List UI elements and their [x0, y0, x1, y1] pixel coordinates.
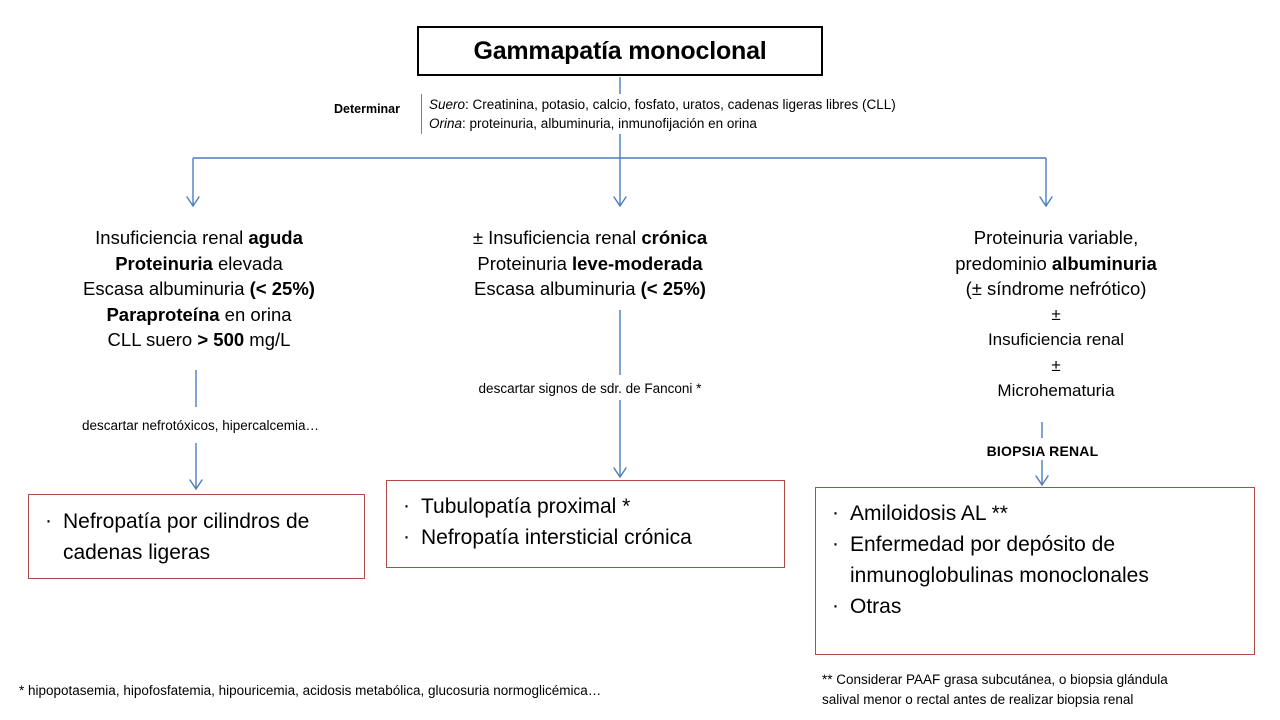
determinar-divider: [421, 94, 422, 134]
branch-line: predominio albuminuria: [900, 251, 1212, 277]
determinar-tests: Suero: Creatinina, potasio, calcio, fosf…: [429, 95, 896, 133]
branch-line-emphasis: (< 25%): [640, 278, 706, 299]
branch-line-emphasis: Proteinuria: [115, 252, 213, 274]
outcome-item: Otras: [826, 590, 1246, 622]
determinar-label: Determinar: [334, 102, 400, 116]
branch-line: Proteinuria elevada: [30, 251, 368, 277]
branch-line-text: (± síndrome nefrótico): [965, 278, 1147, 299]
outcome-box-right: Amiloidosis AL **Enfermedad por depósito…: [815, 487, 1255, 655]
arrowhead-right-box: [1035, 475, 1049, 487]
arrowhead-middle-box: [613, 467, 627, 479]
branch-line: Escasa albuminuria (< 25%): [420, 276, 760, 302]
branch-line-text: ±: [1051, 304, 1061, 324]
outcome-list-left: Nefropatía por cilindros de cadenas lige…: [39, 505, 356, 568]
footnote-double-asterisk: ** Considerar PAAF grasa subcutánea, o b…: [822, 670, 1267, 710]
arrowhead-left-top: [186, 196, 200, 208]
branch-line-text: elevada: [212, 252, 283, 274]
urine-text: : proteinuria, albuminuria, inmunofijaci…: [462, 116, 757, 131]
arrowhead-right-top: [1039, 196, 1053, 208]
branch-line: Proteinuria variable,: [900, 225, 1212, 251]
branch-line: Paraproteína en orina: [30, 302, 368, 328]
branch-line-emphasis: Paraproteína: [106, 303, 220, 325]
branch-line: CLL suero > 500 mg/L: [30, 327, 368, 353]
outcome-box-middle: Tubulopatía proximal *Nefropatía interst…: [386, 480, 785, 568]
page-title: Gammapatía monoclonal: [473, 36, 767, 65]
serum-label: Suero: [429, 97, 466, 112]
footnote-double-asterisk-line1: ** Considerar PAAF grasa subcutánea, o b…: [822, 672, 1168, 687]
branch-line-text: Proteinuria: [477, 252, 572, 274]
branch-line-text: Insuficiencia renal: [95, 227, 249, 248]
outcome-item: Nefropatía intersticial crónica: [397, 521, 776, 553]
outcome-item: Amiloidosis AL **: [826, 497, 1246, 529]
determinar-urine-line: Orina: proteinuria, albuminuria, inmunof…: [429, 114, 896, 133]
biopsia-renal-label: BIOPSIA RENAL: [986, 443, 1099, 459]
outcome-box-left: Nefropatía por cilindros de cadenas lige…: [28, 494, 365, 579]
branch-line-emphasis: crónica: [641, 227, 708, 248]
branch-line: Insuficiencia renal aguda: [30, 225, 368, 251]
branch-line-text: Escasa albuminuria: [474, 278, 641, 299]
branch-line-emphasis: leve-moderada: [572, 252, 703, 274]
branch-line-emphasis: > 500: [197, 329, 245, 350]
branch-line: Proteinuria leve-moderada: [420, 251, 760, 277]
branch-line-text: predominio: [955, 252, 1052, 274]
branch-line-text: Insuficiencia renal: [987, 330, 1125, 349]
branch-right-criteria: Proteinuria variable, predominio albuminu…: [900, 225, 1212, 404]
footnote-double-asterisk-line2: salival menor o rectal antes de realizar…: [822, 692, 1134, 707]
determinar-serum-line: Suero: Creatinina, potasio, calcio, fosf…: [429, 95, 896, 114]
footnote-single-asterisk: * hipopotasemia, hipofosfatemia, hipouri…: [19, 683, 602, 698]
branch-line-text: Microhematuria: [997, 381, 1115, 400]
branch-line: ±: [900, 302, 1212, 328]
outcome-item: Nefropatía por cilindros de cadenas lige…: [39, 505, 356, 568]
branch-line: ±: [900, 353, 1212, 379]
branch-line-text: CLL suero: [107, 329, 198, 350]
serum-text: : Creatinina, potasio, calcio, fosfato, …: [465, 97, 896, 112]
branch-line: (± síndrome nefrótico): [900, 276, 1212, 302]
outcome-item: Enfermedad por depósito de inmunoglobuli…: [826, 528, 1246, 591]
outcome-list-middle: Tubulopatía proximal *Nefropatía interst…: [397, 490, 776, 553]
outcome-list-right: Amiloidosis AL **Enfermedad por depósito…: [826, 497, 1246, 622]
branch-line-emphasis: albuminuria: [1051, 252, 1157, 274]
branch-line-text: Proteinuria variable,: [973, 227, 1139, 248]
branch-line-emphasis: aguda: [248, 227, 303, 248]
branch-middle-note: descartar signos de sdr. de Fanconi *: [478, 381, 702, 396]
branch-line-text: mg/L: [244, 329, 291, 350]
branch-line-emphasis: (< 25%): [249, 278, 315, 299]
urine-label: Orina: [429, 116, 463, 131]
branch-line-text: ± Insuficiencia renal: [472, 227, 642, 248]
branch-line: Escasa albuminuria (< 25%): [30, 276, 368, 302]
branch-line: ± Insuficiencia renal crónica: [420, 225, 760, 251]
outcome-item: Tubulopatía proximal *: [397, 490, 776, 522]
branch-line: Microhematuria: [900, 378, 1212, 404]
arrowhead-middle-top: [613, 196, 627, 208]
branch-line-text: en orina: [219, 303, 292, 325]
branch-line: Insuficiencia renal: [900, 327, 1212, 353]
arrowhead-left-box: [189, 479, 203, 491]
diagram-title-box: Gammapatía monoclonal: [417, 26, 823, 76]
branch-line-text: ±: [1051, 355, 1061, 375]
branch-line-text: Escasa albuminuria: [83, 278, 250, 299]
branch-left-note: descartar nefrotóxicos, hipercalcemia…: [81, 418, 320, 433]
